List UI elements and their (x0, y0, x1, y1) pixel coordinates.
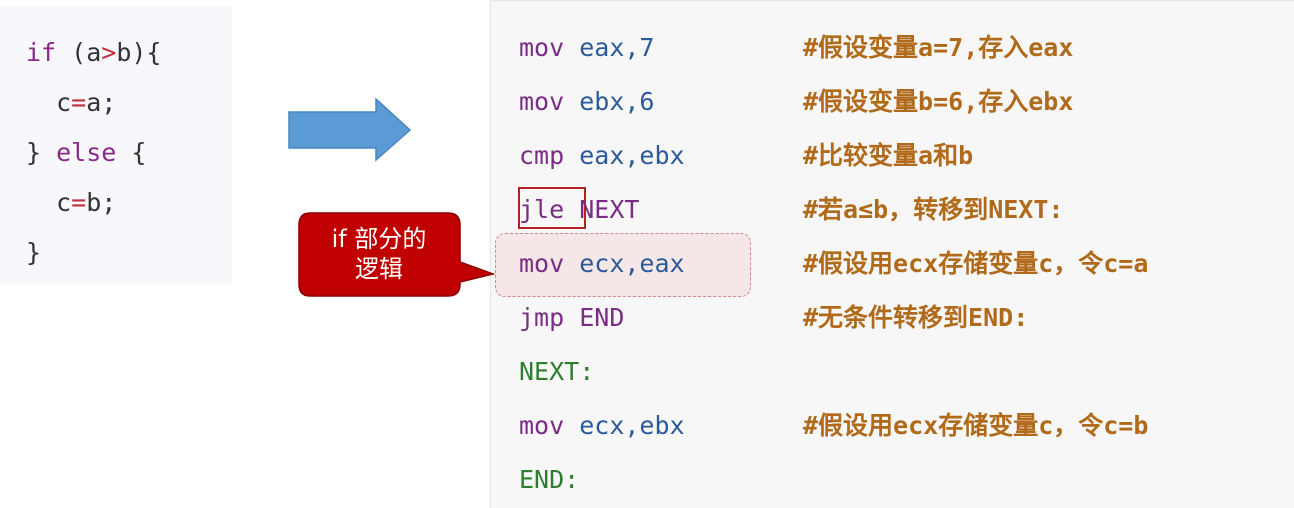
asm-separator (564, 411, 579, 440)
callout-bubble-shape (298, 212, 496, 297)
c-code-text: a; (86, 88, 117, 117)
assembly-panel: mov eax,7 #假设变量a=7,存入eax mov ebx,6 #假设变量… (490, 0, 1294, 508)
c-code-text: } (26, 238, 42, 267)
c-code-text: c (26, 188, 72, 217)
asm-operands: eax,7 (579, 33, 655, 62)
asm-mnemonic: mov (519, 249, 565, 278)
asm-comment: #假设变量b=6,存入ebx (803, 87, 1074, 116)
asm-line-1: mov eax,7 (519, 33, 654, 63)
c-code-text: b){ (116, 38, 162, 67)
c-code-line-3: } else { (26, 138, 146, 168)
c-code-line-4: c=b; (26, 188, 116, 218)
asm-mnemonic: mov (519, 87, 565, 116)
c-code-line-2: c=a; (26, 88, 116, 118)
asm-separator (564, 303, 579, 332)
c-code-line-5: } (26, 238, 41, 268)
callout-text: if 部分的 逻辑 (298, 212, 460, 296)
asm-comment: #假设用ecx存储变量c，令c=b (803, 411, 1149, 440)
asm-separator (564, 141, 579, 170)
asm-line-4: jle NEXT (519, 195, 639, 225)
asm-operands: NEXT (579, 195, 640, 224)
asm-line-5: mov ecx,eax (519, 249, 685, 279)
asm-label-end: END: (519, 465, 580, 494)
asm-comment: #假设用ecx存储变量c，令c=a (803, 249, 1149, 278)
asm-comment: #无条件转移到END: (803, 303, 1029, 332)
c-code-text: } (26, 138, 57, 167)
asm-comment: #若a≤b，转移到NEXT: (803, 195, 1064, 224)
asm-mnemonic: mov (519, 411, 565, 440)
c-code-text: b; (86, 188, 117, 217)
asm-separator (564, 87, 579, 116)
asm-operands: ebx,6 (579, 87, 655, 116)
asm-line-3: cmp eax,ebx (519, 141, 685, 171)
callout-line-1: if 部分的 (331, 225, 427, 253)
asm-line-2: mov ebx,6 (519, 87, 654, 117)
right-arrow-icon (288, 97, 412, 166)
if-logic-highlight (495, 233, 751, 297)
asm-comment: #比较变量a和b (803, 141, 974, 170)
c-code-line-1: if (a>b){ (26, 38, 161, 68)
c-operator: = (71, 188, 87, 217)
asm-separator (564, 33, 579, 62)
asm-comment: #假设变量a=7,存入eax (803, 33, 1074, 62)
c-operator: = (71, 88, 87, 117)
c-code-panel: if (a>b){ c=a; } else { c=b; } (0, 6, 232, 284)
c-operator: > (101, 38, 117, 67)
asm-mnemonic: mov (519, 33, 565, 62)
asm-mnemonic: jle (519, 195, 565, 224)
asm-operands: eax,ebx (579, 141, 685, 170)
c-code-text: c (26, 88, 72, 117)
asm-mnemonic: cmp (519, 141, 565, 170)
asm-operands: ecx,ebx (579, 411, 685, 440)
asm-label-next: NEXT: (519, 357, 595, 386)
asm-separator (564, 249, 579, 278)
asm-operands: END (579, 303, 625, 332)
asm-operands: ecx,eax (579, 249, 685, 278)
asm-mnemonic: jmp (519, 303, 565, 332)
c-keyword-if: if (26, 38, 57, 67)
callout-line-2: 逻辑 (355, 255, 403, 283)
c-keyword-else: else (56, 138, 117, 167)
asm-separator (564, 195, 579, 224)
c-code-text: (a (56, 38, 102, 67)
c-code-text: { (116, 138, 147, 167)
asm-line-8: mov ecx,ebx (519, 411, 685, 441)
asm-line-6: jmp END (519, 303, 624, 333)
jle-highlight-box (518, 187, 586, 229)
